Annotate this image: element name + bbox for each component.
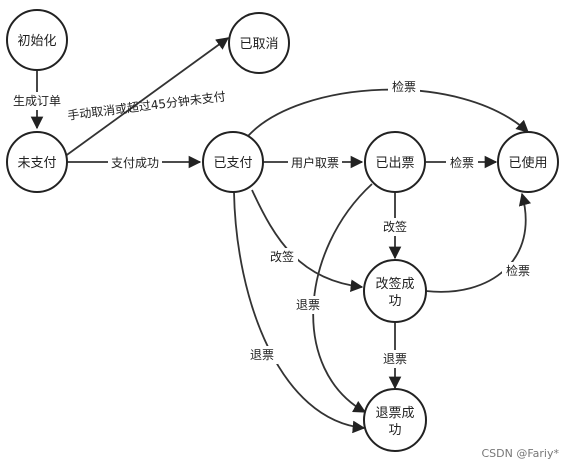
- label-refund-from-ticketed: 退票: [296, 298, 320, 312]
- svg-text:已出票: 已出票: [375, 156, 414, 171]
- label-user-collect: 用户取票: [291, 155, 339, 170]
- edge-rebook-from-paid: [251, 189, 364, 292]
- edge-labels: 生成订单 手动取消或超过45分钟未支付 支付成功 用户取票 检票 检票 改签 改…: [8, 78, 534, 368]
- label-check-mid: 检票: [450, 155, 474, 170]
- svg-text:已使用: 已使用: [508, 155, 547, 171]
- label-rebook-from-paid: 改签: [270, 249, 294, 264]
- watermark: CSDN @Fariy*: [481, 447, 559, 460]
- node-cancelled: 已取消: [228, 12, 290, 74]
- svg-text:未支付: 未支付: [17, 156, 56, 171]
- node-rebooked: 改签成 功: [363, 259, 427, 323]
- label-rebook-from-ticketed: 改签: [383, 219, 407, 234]
- node-refunded: 退票成 功: [363, 388, 427, 452]
- svg-text:退票成: 退票成: [375, 406, 414, 421]
- node-initialize: 初始化: [6, 9, 68, 71]
- label-cancel: 手动取消或超过45分钟未支付: [66, 88, 226, 122]
- svg-text:功: 功: [388, 423, 401, 438]
- label-check-rebook: 检票: [506, 263, 530, 278]
- svg-text:改签成: 改签成: [375, 276, 414, 292]
- label-pay-success: 支付成功: [111, 156, 159, 170]
- edges: [30, 37, 532, 434]
- node-used: 已使用: [497, 131, 559, 193]
- edge-check-top: [247, 88, 529, 137]
- label-refund-from-rebooked: 退票: [383, 352, 407, 366]
- svg-text:已支付: 已支付: [213, 156, 252, 171]
- node-unpaid: 未支付: [6, 131, 68, 193]
- svg-text:功: 功: [388, 294, 401, 309]
- node-ticketed: 已出票: [364, 131, 426, 193]
- label-refund-from-paid: 退票: [250, 348, 274, 362]
- nodes: 初始化 已取消 未支付 已支付 已出票 已使用 改签成 功 退票成: [6, 9, 559, 452]
- svg-text:初始化: 初始化: [17, 34, 56, 49]
- edge-cancel: [63, 37, 230, 158]
- node-paid: 已支付: [202, 131, 264, 193]
- label-create-order: 生成订单: [13, 94, 61, 108]
- svg-text:已取消: 已取消: [239, 37, 278, 52]
- label-check-top: 检票: [392, 79, 416, 94]
